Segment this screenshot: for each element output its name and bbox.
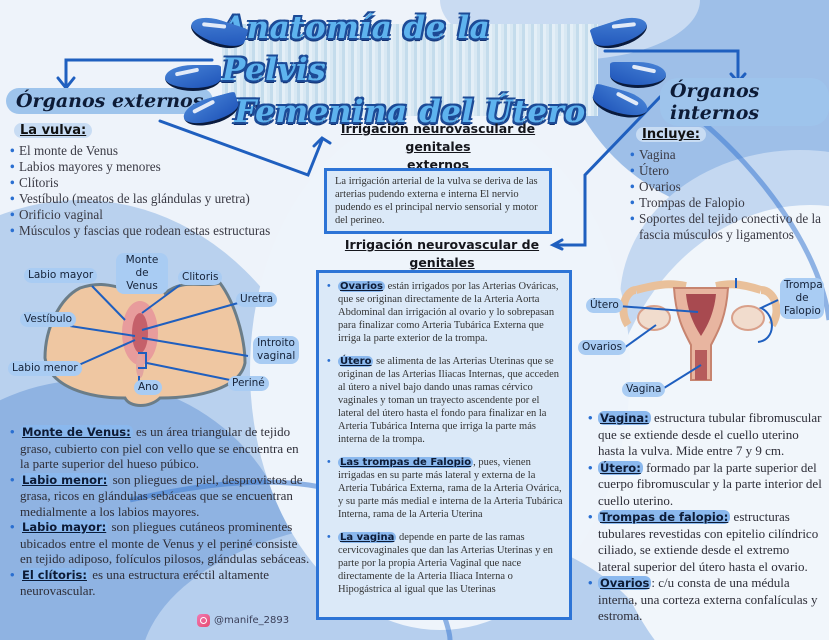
includes-heading: Incluye: <box>636 127 706 142</box>
list-item: Músculos y fascias que rodean estas estr… <box>10 223 310 239</box>
irrigation-item: Ovarios están irrigados por las Arterias… <box>325 280 563 345</box>
label-ovarios: Ovarios <box>578 340 627 355</box>
description-item: Ovarios: c/u consta de una médula intern… <box>588 575 824 625</box>
irrigation-external-box: La irrigación arterial de la vulva se de… <box>324 168 552 234</box>
list-item: Vestíbulo (meatos de las glándulas y ure… <box>10 191 310 207</box>
label-perine: Periné <box>228 376 269 391</box>
term-highlight: Labio mayor: <box>20 520 109 534</box>
term-highlight: Útero: <box>598 460 643 475</box>
title-line-2: Femenina del Útero <box>234 94 586 130</box>
label-uretra: Uretra <box>236 292 278 307</box>
label-clitoris: Clitoris <box>178 270 223 285</box>
internal-descriptions: Vagina: estructura tubular fibromuscular… <box>588 410 824 625</box>
droplet-icon <box>610 62 666 88</box>
label-vagina: Vagina <box>622 382 666 397</box>
internal-organs-heading: Órganos internos <box>660 78 829 126</box>
irrigation-item: Las trompas de Falopio, pues, vienen irr… <box>325 456 563 521</box>
list-item: Clítoris <box>10 175 310 191</box>
instagram-icon <box>197 614 210 627</box>
term-highlight: Monte de Venus: <box>20 425 133 439</box>
label-trompa: Trompa de Falopio <box>780 278 824 319</box>
term-highlight: El clítoris: <box>20 567 89 582</box>
term-highlight: Ovarios <box>598 576 652 590</box>
description-item: Trompas de falopio: estructuras tubulare… <box>588 509 824 575</box>
term-highlight: Ovarios <box>338 281 385 292</box>
irrigation-external-heading: Irrigación neurovascular de genitales ex… <box>340 121 536 172</box>
author-handle: @manife_2893 <box>214 615 290 626</box>
term-highlight: La vagina <box>338 532 397 543</box>
uterus-leader-lines <box>617 278 779 389</box>
title-banner: Anatomía de la Pelvis Femenina del Útero <box>222 10 598 130</box>
description-item: Monte de Venus: es un área triangular de… <box>10 424 310 472</box>
list-item: Vagina <box>630 147 825 163</box>
label-ano: Ano <box>134 380 163 395</box>
description-item: Vagina: estructura tubular fibromuscular… <box>588 410 824 460</box>
list-item: Ovarios <box>630 179 825 195</box>
title-line-1: Anatomía de la Pelvis <box>222 10 491 88</box>
label-monte-venus: Monte de Venus <box>116 253 168 294</box>
vulva-leader-lines <box>69 283 249 386</box>
description-item: El clítoris: es una estructura eréctil a… <box>10 567 310 599</box>
vulva-heading: La vulva: <box>14 123 93 138</box>
term-highlight: Útero <box>338 356 374 367</box>
description-item: Labio mayor: son pliegues cutáneos promi… <box>10 519 310 567</box>
irrigation-item: La vagina depende en parte de las ramas … <box>325 531 563 596</box>
droplet-icon <box>165 65 221 91</box>
external-organs-heading: Órganos externos <box>6 88 214 114</box>
list-item: Soportes del tejido conectivo de la fasc… <box>630 211 825 243</box>
list-item: Labios mayores y menores <box>10 159 310 175</box>
label-vestibulo: Vestíbulo <box>20 312 76 327</box>
label-labio-mayor: Labio mayor <box>24 268 98 283</box>
list-item: El monte de Venus <box>10 143 310 159</box>
list-item: Trompas de Falopio <box>630 195 825 211</box>
description-item: Útero: formado par la parte superior del… <box>588 460 824 510</box>
list-item: Útero <box>630 163 825 179</box>
term-highlight: Labio menor: <box>20 472 110 487</box>
label-introito: Introito vaginal <box>253 336 299 364</box>
term-highlight: Trompas de falopio: <box>598 510 731 524</box>
uterus-diagram: Útero Ovarios Vagina Trompa de Falopio <box>576 270 829 400</box>
term-highlight: Las trompas de Falopio <box>338 457 474 468</box>
description-item: Labio menor: son pliegues de piel, despr… <box>10 472 310 520</box>
label-labio-menor: Labio menor <box>8 361 82 376</box>
vulva-list: El monte de Venus Labios mayores y menor… <box>10 143 310 239</box>
label-utero: Útero <box>586 298 623 313</box>
vulva-diagram: Labio mayor Monte de Venus Clitoris Uret… <box>0 248 310 418</box>
irrigation-internal-box: Ovarios están irrigados por las Arterias… <box>316 270 572 620</box>
term-highlight: Vagina: <box>598 411 651 425</box>
author-credit: @manife_2893 <box>197 614 289 627</box>
list-item: Orificio vaginal <box>10 207 310 223</box>
irrigation-item: Útero se alimenta de las Arterias Uterin… <box>325 355 563 446</box>
external-descriptions: Monte de Venus: es un área triangular de… <box>10 424 310 599</box>
internal-organs-list: Vagina Útero Ovarios Trompas de Falopio … <box>630 147 825 243</box>
